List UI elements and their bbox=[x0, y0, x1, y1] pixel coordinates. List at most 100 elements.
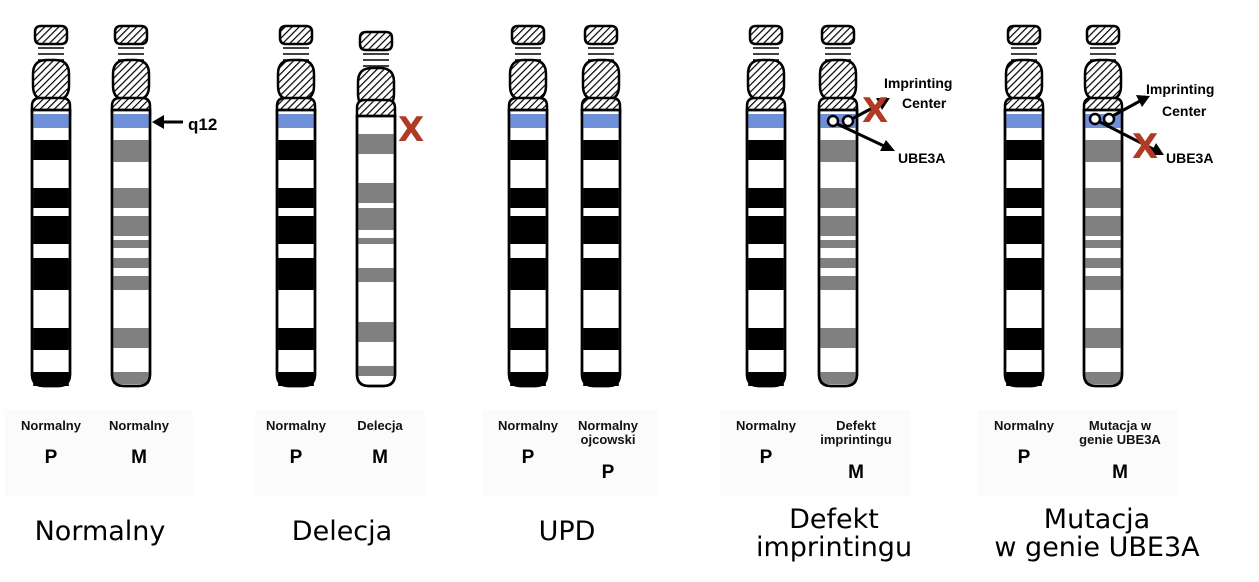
chromosome-band bbox=[113, 140, 149, 162]
chromosome-band bbox=[583, 328, 619, 350]
p-arm-cap bbox=[278, 24, 314, 46]
chromosome-band bbox=[583, 216, 619, 244]
chromosome-band bbox=[113, 328, 149, 348]
chromosome-band bbox=[113, 372, 149, 384]
panel3-left-chrom-label: Normalny bbox=[498, 418, 558, 433]
panel5-left-chrom-label: Normalny bbox=[994, 418, 1054, 433]
panel4-left-parent: P bbox=[759, 447, 773, 468]
panel2-right-parent: M bbox=[372, 447, 388, 468]
chromosome-band bbox=[820, 140, 856, 162]
chromosome-band bbox=[510, 140, 546, 160]
chromosome-band bbox=[748, 188, 784, 208]
chromosome-band bbox=[278, 258, 314, 276]
chromosome-band bbox=[583, 372, 619, 386]
centromere-region bbox=[818, 58, 858, 102]
deletion-x-mark: X bbox=[398, 110, 424, 150]
panel4-gene-label: UBE3A bbox=[898, 150, 945, 166]
centromere-region bbox=[31, 58, 71, 102]
panel3-right-parent: P bbox=[601, 462, 615, 483]
panel1-right-parent: M bbox=[131, 447, 147, 468]
chromosome-band bbox=[820, 188, 856, 208]
chromosome-band bbox=[1085, 328, 1121, 348]
chromosome-band bbox=[510, 216, 546, 244]
chromosome-band bbox=[113, 258, 149, 268]
panel1-left-parent: P bbox=[44, 447, 58, 468]
imprinting-defect-x-mark: X bbox=[862, 91, 888, 131]
chromosome-band bbox=[1085, 258, 1121, 268]
chromosome-band bbox=[510, 328, 546, 350]
chromosome-band bbox=[510, 188, 546, 208]
p-arm-cap bbox=[748, 24, 784, 46]
chromosome-band bbox=[1006, 188, 1042, 208]
panel2-deleted-maternal-chromosome bbox=[355, 30, 397, 388]
q12-label: q12 bbox=[188, 115, 217, 134]
centromere-region bbox=[1004, 58, 1044, 102]
chromosome-band bbox=[820, 372, 856, 384]
q-arm-outline bbox=[507, 108, 549, 388]
chromosome-band bbox=[33, 188, 69, 208]
panel3-paternal-chromosome bbox=[507, 24, 549, 388]
chromosome-band bbox=[583, 188, 619, 208]
chromosome-band bbox=[33, 276, 69, 290]
chromosome-band bbox=[278, 140, 314, 160]
chromosome-band bbox=[278, 216, 314, 244]
chromosome-band bbox=[1006, 258, 1042, 276]
chromosome-band bbox=[748, 328, 784, 350]
chromosome-band bbox=[1006, 216, 1042, 244]
chromosome-band bbox=[820, 276, 856, 290]
q12-band bbox=[278, 114, 314, 128]
p-arm-cap bbox=[113, 24, 149, 46]
chromosome-band bbox=[583, 276, 619, 290]
panel5-gene-label: UBE3A bbox=[1166, 150, 1213, 166]
panel4-imprint-dots bbox=[826, 114, 855, 128]
panel3-second-paternal-chromosome bbox=[580, 24, 622, 388]
q12-band bbox=[1006, 114, 1042, 128]
centromere-region bbox=[746, 58, 786, 102]
panel5-left-parent: P bbox=[1017, 447, 1031, 468]
p-arm-cap bbox=[33, 24, 69, 46]
chromosome-band bbox=[113, 276, 149, 290]
panel2-left-parent: P bbox=[289, 447, 303, 468]
chromosome-band bbox=[1006, 372, 1042, 386]
chromosome-band bbox=[278, 276, 314, 290]
chromosome-band bbox=[1085, 216, 1121, 236]
q-arm-outline bbox=[745, 108, 787, 388]
chromosome-band bbox=[1006, 328, 1042, 350]
chromosome-band bbox=[358, 238, 394, 244]
panel4-center-label-line2: Center bbox=[902, 95, 947, 111]
chromosome-band bbox=[33, 328, 69, 350]
q-arm-outline bbox=[275, 108, 317, 388]
chromosome-band bbox=[278, 372, 314, 386]
panel2-left-chrom-label: Normalny bbox=[266, 418, 326, 433]
chromosome-band bbox=[1085, 372, 1121, 384]
q12-pointer-arrow bbox=[152, 115, 183, 129]
q-arm-outline bbox=[1082, 108, 1124, 388]
panel2-label-box bbox=[255, 410, 425, 496]
chromosome-band bbox=[358, 183, 394, 203]
chromosome-band bbox=[278, 328, 314, 350]
chromosome-band bbox=[820, 258, 856, 268]
chromosome-band bbox=[1085, 240, 1121, 248]
p-arm-cap bbox=[1006, 24, 1042, 46]
chromosome-band bbox=[820, 216, 856, 236]
centromere-region bbox=[111, 58, 151, 102]
panel4-center-label-line1: Imprinting bbox=[884, 75, 952, 91]
chromosome-band bbox=[510, 276, 546, 290]
panel2-right-chrom-label: Delecja bbox=[357, 418, 403, 433]
panel5-label-box bbox=[978, 410, 1178, 496]
q-arm-outline bbox=[817, 108, 859, 388]
chromosome-band bbox=[583, 258, 619, 276]
chromosome-band bbox=[33, 372, 69, 386]
p-arm-cap bbox=[510, 24, 546, 46]
panel5-right-parent: M bbox=[1112, 462, 1128, 483]
chromosome-band bbox=[1006, 276, 1042, 290]
q12-band bbox=[33, 114, 69, 128]
q-arm-outline bbox=[1003, 108, 1045, 388]
chromosome-band bbox=[113, 240, 149, 248]
chromosome-band bbox=[358, 134, 394, 154]
chromosome-band bbox=[33, 258, 69, 276]
panel1-label-box bbox=[5, 410, 193, 496]
chromosome-band bbox=[820, 240, 856, 248]
panel2-paternal-chromosome bbox=[275, 24, 317, 388]
